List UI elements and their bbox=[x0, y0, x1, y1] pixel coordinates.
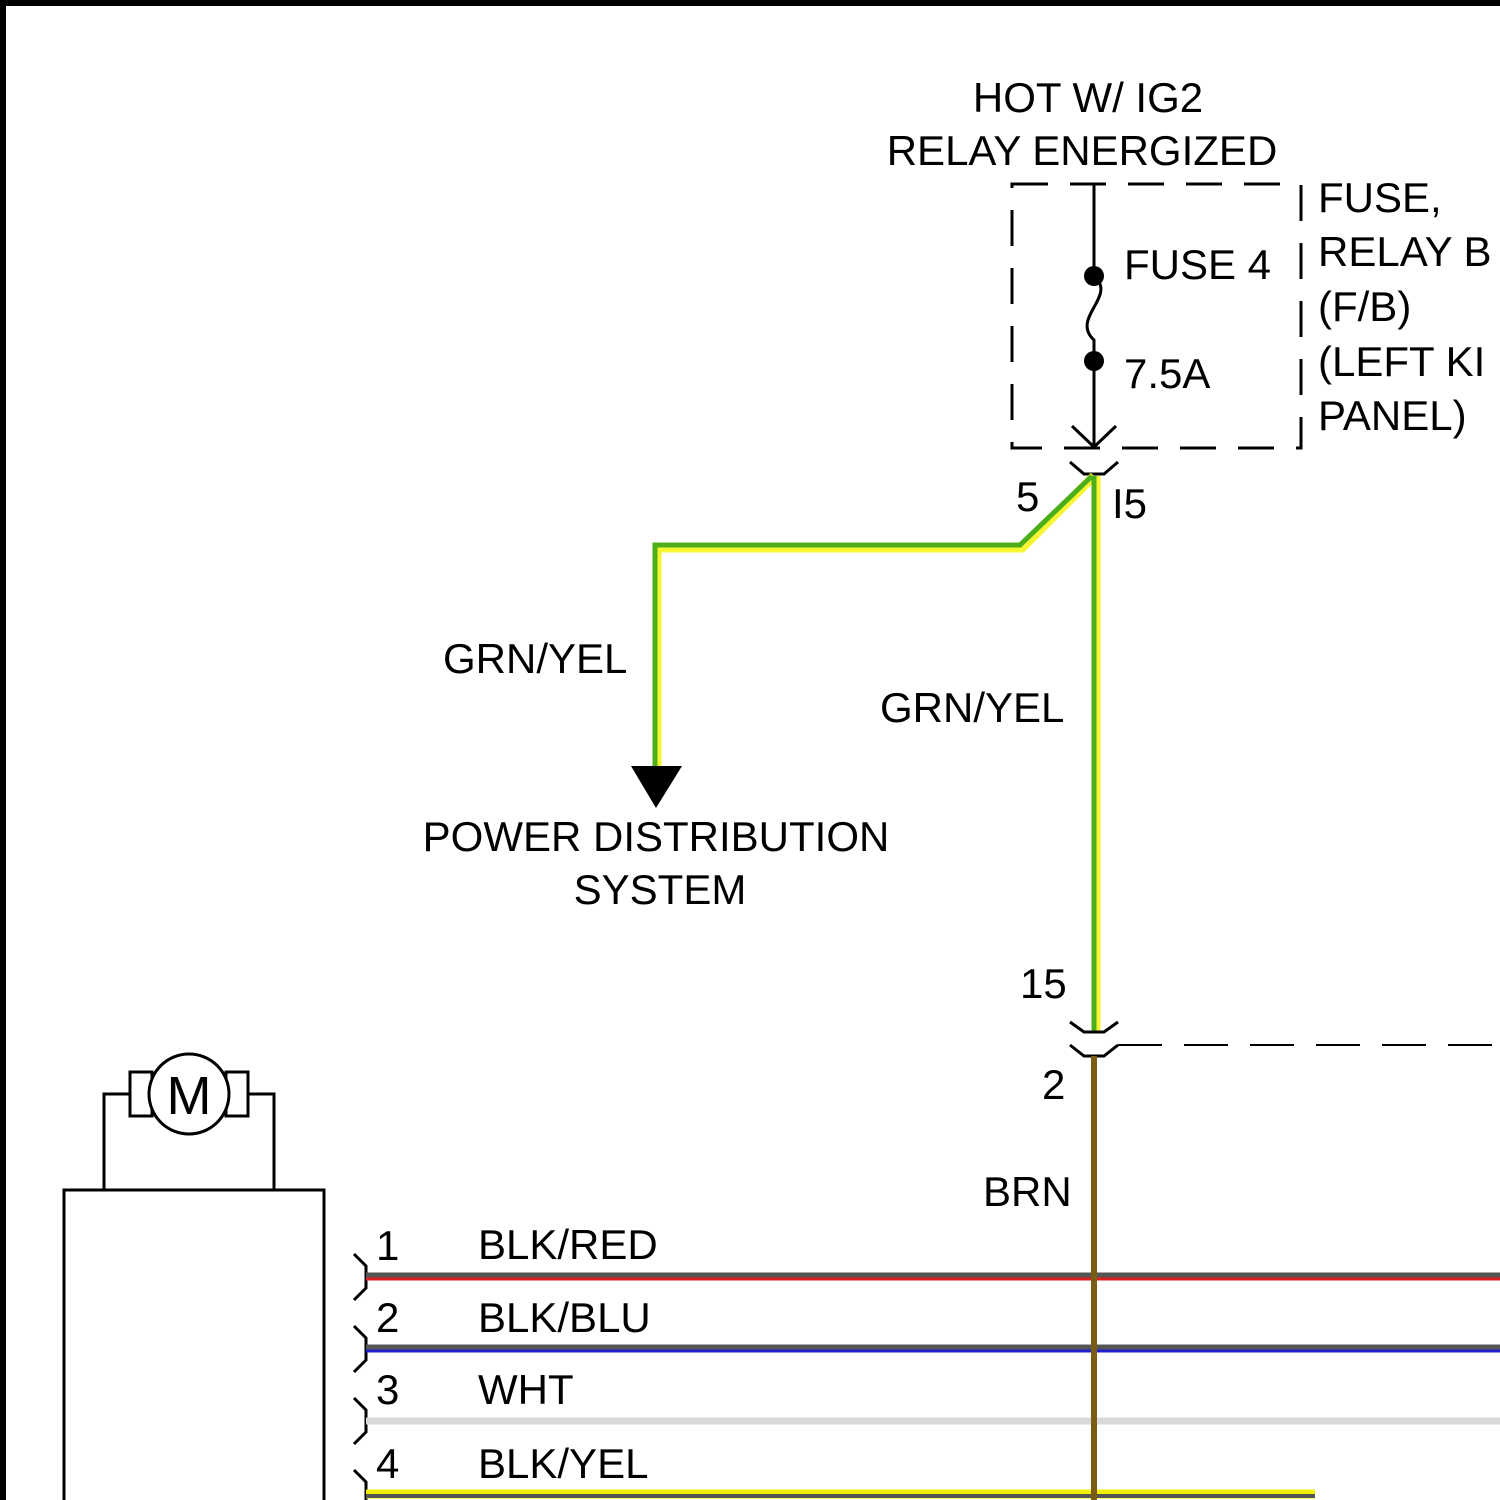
harness-wire-2-color-label: BLK/BLU bbox=[478, 1294, 651, 1341]
fuse-box-outline bbox=[1012, 184, 1301, 448]
power-source-label-line2: RELAY ENERGIZED bbox=[887, 127, 1278, 174]
fuse-name-label: FUSE 4 bbox=[1124, 241, 1271, 288]
fuse-box-label: FUSE, RELAY B (F/B) (LEFT KI PANEL) bbox=[1318, 174, 1492, 439]
fuse-element-icon bbox=[1087, 276, 1101, 361]
fuse-box-label-line3: (F/B) bbox=[1318, 283, 1411, 330]
top-connector-chevron-icon bbox=[1070, 462, 1118, 474]
branch-wire-color-label: GRN/YEL bbox=[443, 635, 627, 682]
down-arrow-icon bbox=[631, 766, 682, 808]
destination-label-line2: SYSTEM bbox=[574, 866, 747, 913]
middle-pin-bottom-number: 2 bbox=[1042, 1061, 1065, 1108]
harness-wire-4-color-label: BLK/YEL bbox=[478, 1440, 648, 1487]
fuse-box-label-line5: PANEL) bbox=[1318, 392, 1467, 439]
harness-wire-1: 1 BLK/RED bbox=[354, 1221, 1500, 1300]
power-source-label-line1: HOT W/ IG2 bbox=[973, 74, 1203, 121]
harness-wire-3: 3 WHT bbox=[354, 1366, 1500, 1444]
harness-wire-4: 4 BLK/YEL bbox=[354, 1440, 1315, 1500]
harness-wire-3-color-label: WHT bbox=[478, 1366, 574, 1413]
fuse-rating-label: 7.5A bbox=[1124, 350, 1210, 397]
harness-connector-2-icon bbox=[354, 1326, 366, 1372]
harness-wire-2: 2 BLK/BLU bbox=[354, 1294, 1500, 1372]
top-connector-id: I5 bbox=[1112, 480, 1147, 527]
harness-connector-1-icon bbox=[354, 1254, 366, 1300]
harness-pin-1: 1 bbox=[376, 1222, 399, 1269]
middle-pin-top-number: 15 bbox=[1020, 960, 1067, 1007]
motor-symbol: M bbox=[167, 1066, 212, 1126]
main-wire-color-label: GRN/YEL bbox=[880, 684, 1064, 731]
fuse-box-label-line2: RELAY B bbox=[1318, 228, 1492, 275]
destination-label-line1: POWER DISTRIBUTION bbox=[423, 813, 890, 860]
motor-lead-left bbox=[104, 1094, 130, 1190]
harness-connector-3-icon bbox=[354, 1398, 366, 1444]
brown-wire-color-label: BRN bbox=[983, 1168, 1072, 1215]
motor-lead-right bbox=[248, 1094, 274, 1190]
harness-pin-4: 4 bbox=[376, 1440, 399, 1487]
motor-unit-body bbox=[64, 1190, 324, 1500]
harness-connector-4-icon bbox=[354, 1470, 366, 1500]
fuse-box-label-line4: (LEFT KI bbox=[1318, 338, 1485, 385]
top-pin-number: 5 bbox=[1016, 473, 1039, 520]
harness-pin-3: 3 bbox=[376, 1366, 399, 1413]
harness-wire-1-color-label: BLK/RED bbox=[478, 1221, 658, 1268]
harness-pin-2: 2 bbox=[376, 1294, 399, 1341]
middle-connector-lower-icon bbox=[1070, 1045, 1118, 1056]
motor-assembly: M bbox=[64, 1054, 324, 1500]
fuse-box-label-line1: FUSE, bbox=[1318, 174, 1442, 221]
